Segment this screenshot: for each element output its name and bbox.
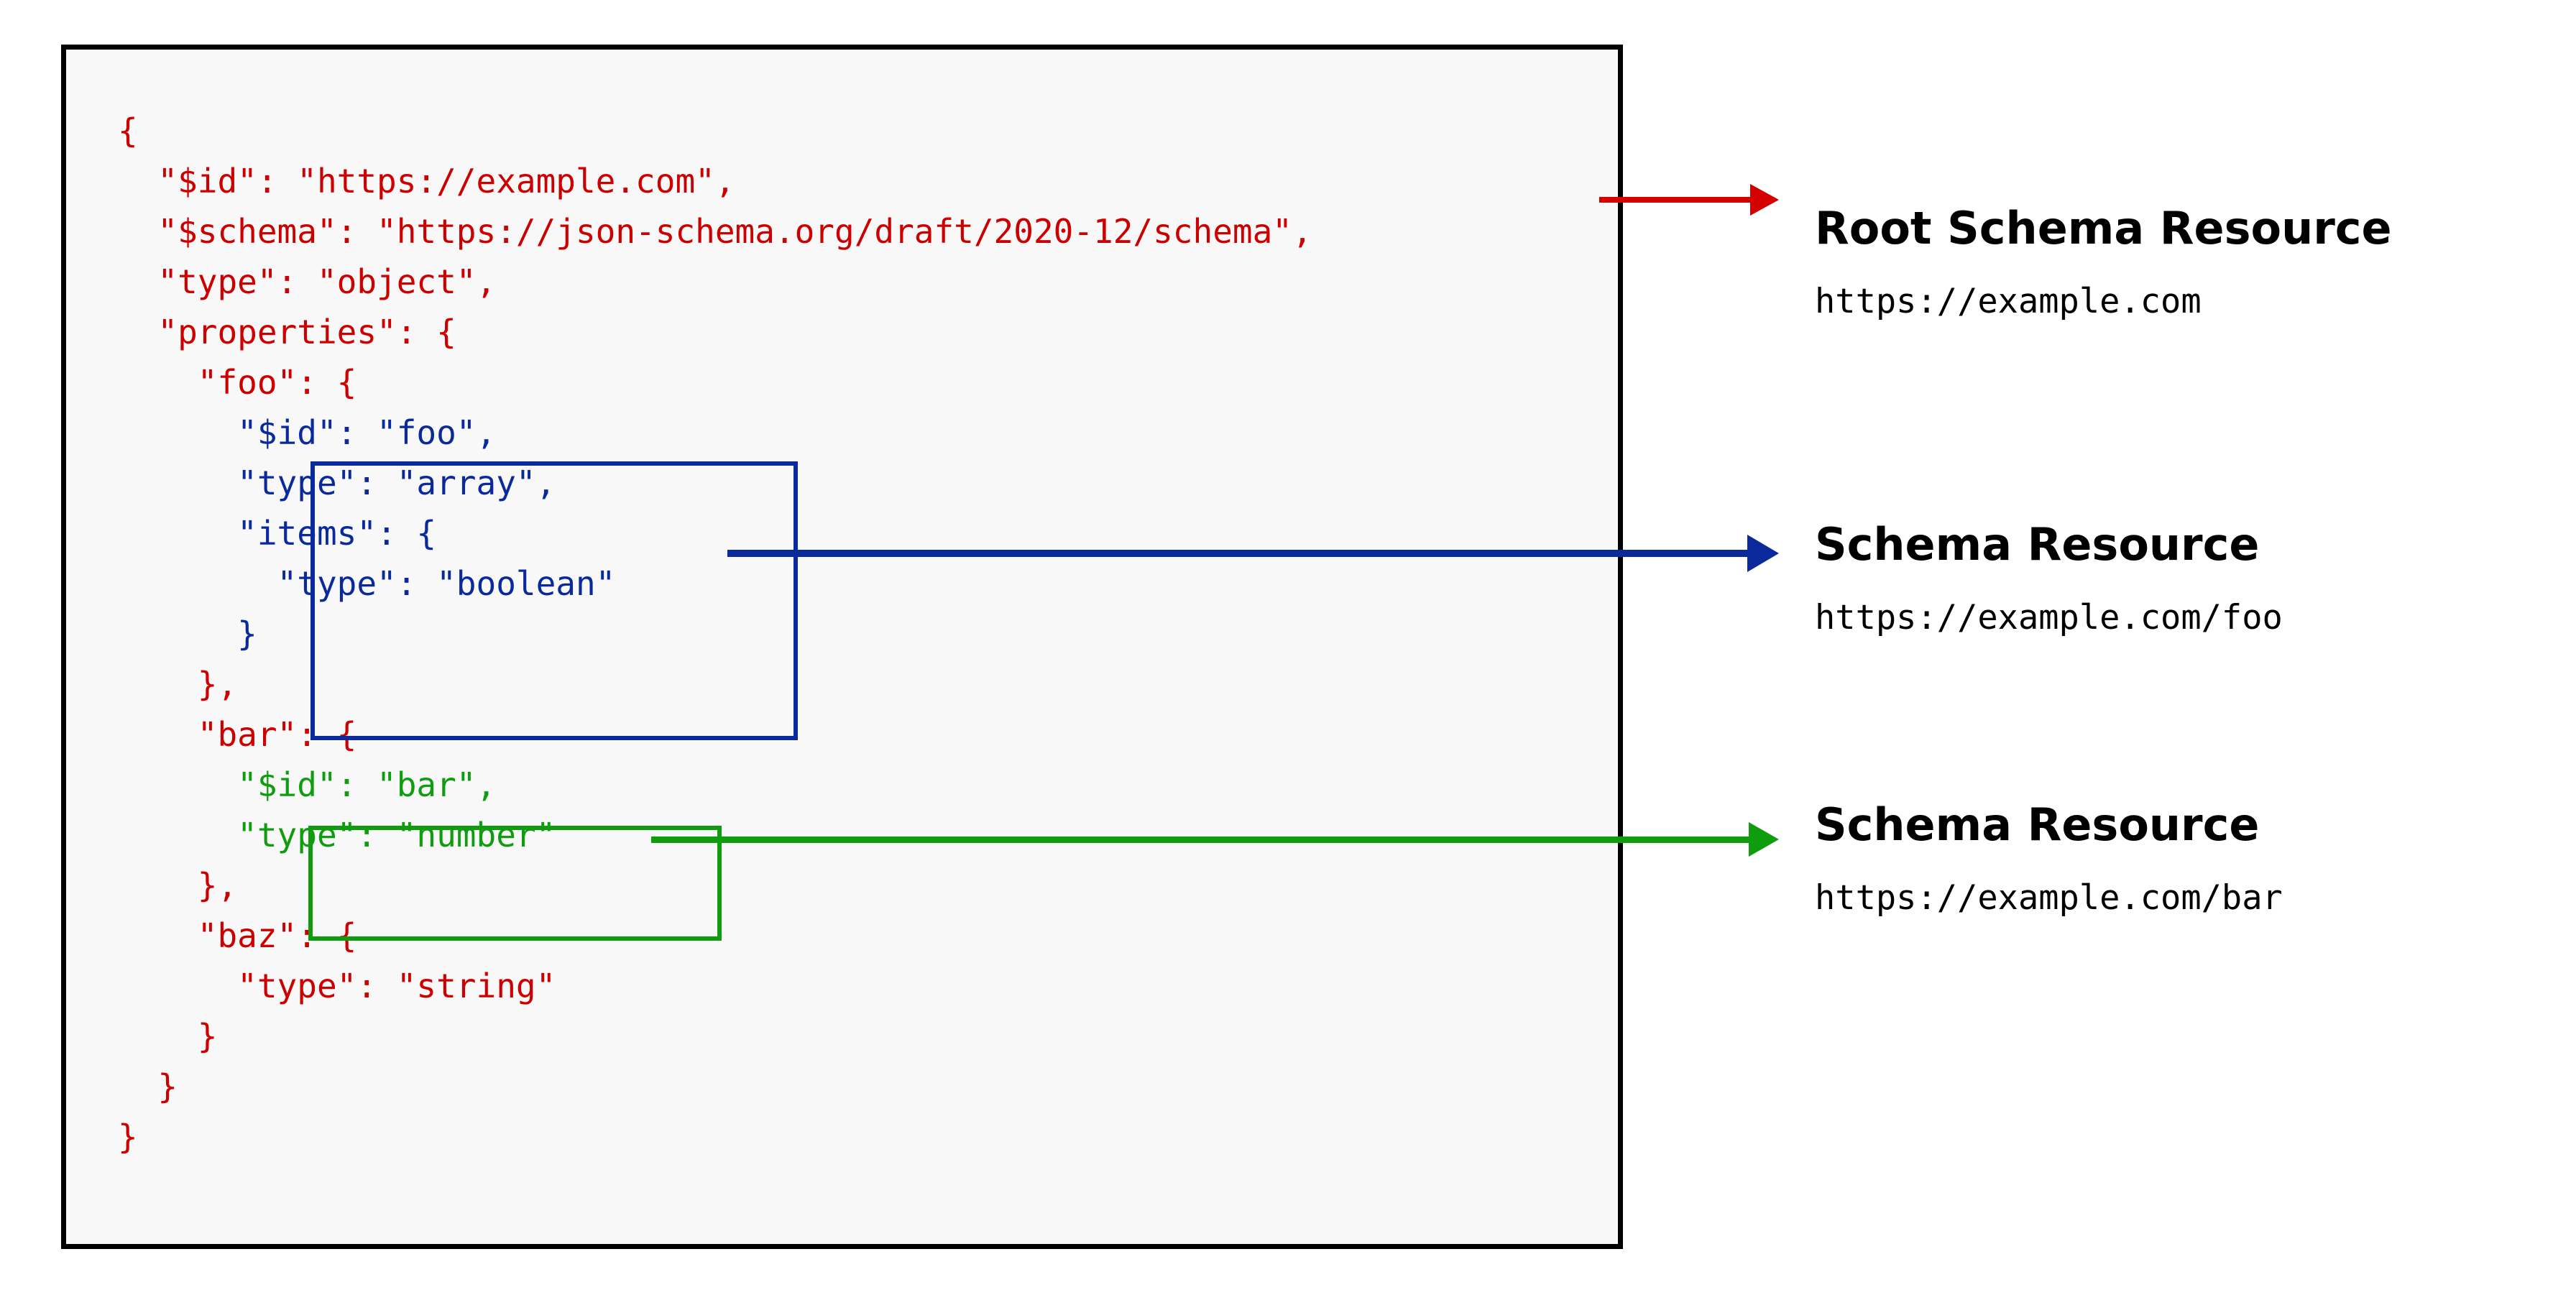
bar-schema-arrow	[651, 818, 1779, 861]
code-line: "type": "object",	[118, 262, 497, 301]
foo-schema-arrow	[727, 532, 1779, 575]
arrow-shaft	[1599, 197, 1750, 203]
code-line: },	[118, 866, 238, 905]
code-line: }	[118, 1017, 218, 1056]
code-line: }	[118, 1067, 178, 1106]
code-line: "type": "boolean"	[118, 564, 616, 603]
annotation-title: Schema Resource	[1815, 798, 2260, 851]
annotation-url: https://example.com	[1815, 282, 2202, 321]
code-line: }	[118, 614, 257, 653]
code-line: "$id": "bar",	[118, 765, 497, 804]
arrow-shaft	[651, 836, 1749, 843]
json-schema-code-listing: { "$id": "https://example.com", "$schema…	[118, 106, 1312, 1162]
code-line: {	[118, 111, 138, 150]
code-line: "items": {	[118, 514, 437, 553]
code-line: "bar": {	[118, 715, 357, 754]
code-line: "type": "number"	[118, 816, 556, 854]
code-line: "foo": {	[118, 363, 357, 402]
annotation-url: https://example.com/foo	[1815, 598, 2283, 637]
arrow-head-icon	[1747, 535, 1779, 572]
code-line: "properties": {	[118, 313, 456, 351]
code-line: "type": "string"	[118, 967, 556, 1005]
code-line: "$schema": "https://json-schema.org/draf…	[118, 212, 1312, 251]
schema-code-panel: { "$id": "https://example.com", "$schema…	[61, 45, 1623, 1249]
annotation-url: https://example.com/bar	[1815, 878, 2283, 918]
annotation-foo-schema-resource: Schema Resource https://example.com/foo	[1815, 519, 2283, 638]
arrow-head-icon	[1750, 184, 1779, 216]
arrow-head-icon	[1749, 822, 1779, 857]
annotation-title: Root Schema Resource	[1815, 202, 2392, 254]
arrow-shaft	[727, 550, 1747, 557]
annotation-title: Schema Resource	[1815, 518, 2260, 571]
code-line: }	[118, 1117, 138, 1156]
code-line: "type": "array",	[118, 464, 556, 502]
code-line: "$id": "https://example.com",	[118, 162, 735, 201]
code-line: "baz": {	[118, 916, 357, 955]
code-line: "$id": "foo",	[118, 413, 497, 452]
annotation-bar-schema-resource: Schema Resource https://example.com/bar	[1815, 799, 2283, 918]
root-schema-arrow	[1599, 178, 1779, 221]
annotation-root-schema-resource: Root Schema Resource https://example.com	[1815, 203, 2392, 322]
code-line: },	[118, 665, 238, 704]
